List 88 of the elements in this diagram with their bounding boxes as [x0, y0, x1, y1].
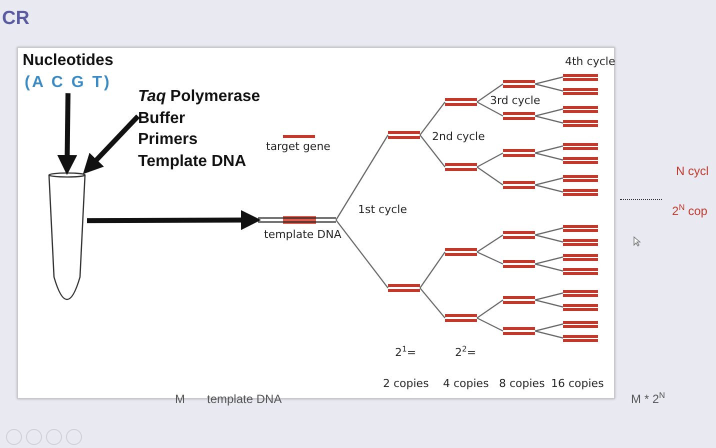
copy-count-label: 4 copies — [443, 378, 489, 390]
branch-line — [420, 288, 446, 318]
branch-line — [420, 252, 446, 288]
dna-double-strand — [563, 334, 598, 342]
dna-double-strand — [563, 254, 598, 260]
dna-double-strand — [563, 120, 598, 126]
dna-double-strand — [503, 296, 535, 304]
dna-double-strand — [503, 231, 535, 239]
dna-double-strand — [503, 181, 535, 189]
copy-count-label: 2 copies — [383, 378, 429, 390]
branch-line — [335, 134, 389, 220]
branch-line — [534, 323, 564, 332]
branch-line — [534, 76, 564, 85]
dna-double-strand — [445, 314, 477, 322]
dna-double-strand — [563, 156, 598, 164]
dna-double-strand — [445, 248, 477, 256]
slide-title: CR — [2, 8, 30, 30]
dna-double-strand — [563, 238, 598, 246]
branch-line — [476, 251, 504, 265]
dna-double-strand — [503, 260, 535, 268]
copy-count-label: 2$^{1}$= — [395, 347, 416, 360]
branch-line — [534, 299, 564, 308]
dna-double-strand — [563, 304, 598, 310]
branch-line — [476, 317, 504, 332]
branch-line — [534, 152, 564, 161]
ingredient-label: Template DNA — [138, 152, 248, 172]
ingredient-label: Taq Polymerase — [138, 87, 262, 107]
branch-line — [476, 152, 504, 168]
dna-double-strand — [563, 290, 598, 296]
legend-text: target gene — [266, 141, 330, 154]
cycle-label: 4th cycle — [565, 56, 616, 68]
formula-text: template DNA — [207, 393, 282, 406]
branch-line — [534, 177, 564, 186]
dna-double-strand — [563, 106, 598, 112]
branch-line — [420, 102, 446, 136]
node-caption: template DNA — [264, 229, 342, 242]
branch-line — [534, 292, 564, 301]
cycle-label: 3rd cycle — [490, 95, 540, 108]
branch-line — [476, 166, 504, 186]
cycle-label: 1st cycle — [358, 204, 407, 216]
branch-line — [476, 84, 504, 102]
dna-double-strand — [503, 112, 535, 120]
formula-text: M * 2$^{N}$ — [631, 393, 666, 406]
dna-double-strand — [563, 74, 598, 80]
branch-line — [336, 220, 388, 288]
branch-line — [534, 256, 564, 265]
dna-double-strand — [563, 88, 598, 94]
template-dna-strand — [258, 216, 336, 224]
branch-line — [534, 227, 564, 236]
branch-line — [476, 101, 504, 117]
branch-line — [420, 134, 446, 168]
copy-count-label: 8 copies — [499, 378, 545, 390]
ingredient-label: Primers — [138, 130, 199, 150]
dna-double-strand — [563, 188, 598, 196]
branch-line — [476, 300, 504, 318]
dna-double-strand — [445, 98, 477, 106]
dna-double-strand — [563, 320, 598, 328]
dna-double-strand — [563, 268, 598, 274]
arrow — [57, 93, 78, 175]
branch-line — [534, 108, 564, 117]
branch-line — [534, 115, 564, 124]
cycle-label: 2nd cycle — [432, 131, 485, 144]
note-text: N cycl — [676, 165, 709, 178]
branch-line — [534, 234, 564, 243]
note-text: 2$^{N}$ cop — [672, 205, 708, 218]
ingredient-label: Nucleotides — [22, 51, 114, 71]
base-letters: (A C G T) — [24, 72, 112, 93]
dna-double-strand — [563, 224, 598, 232]
dna-double-strand — [445, 163, 477, 171]
branch-line — [534, 263, 564, 272]
dna-double-strand — [503, 80, 535, 88]
copy-count-label: 2$^{2}$= — [455, 347, 476, 360]
branch-line — [534, 330, 564, 339]
branch-line — [534, 184, 564, 193]
dna-double-strand — [503, 149, 535, 157]
branch-line — [534, 83, 564, 92]
arrow — [87, 210, 261, 230]
dna-double-strand — [503, 327, 535, 335]
formula-text: M — [175, 393, 185, 406]
dna-double-strand — [388, 131, 420, 139]
dna-double-strand — [563, 174, 598, 182]
branch-line — [534, 145, 564, 154]
dna-double-strand — [563, 142, 598, 150]
ingredient-label: Buffer — [138, 108, 186, 129]
dna-double-strand — [388, 284, 420, 292]
copy-count-label: 16 copies — [551, 378, 604, 390]
branch-line — [476, 234, 504, 252]
arrow — [82, 114, 140, 174]
